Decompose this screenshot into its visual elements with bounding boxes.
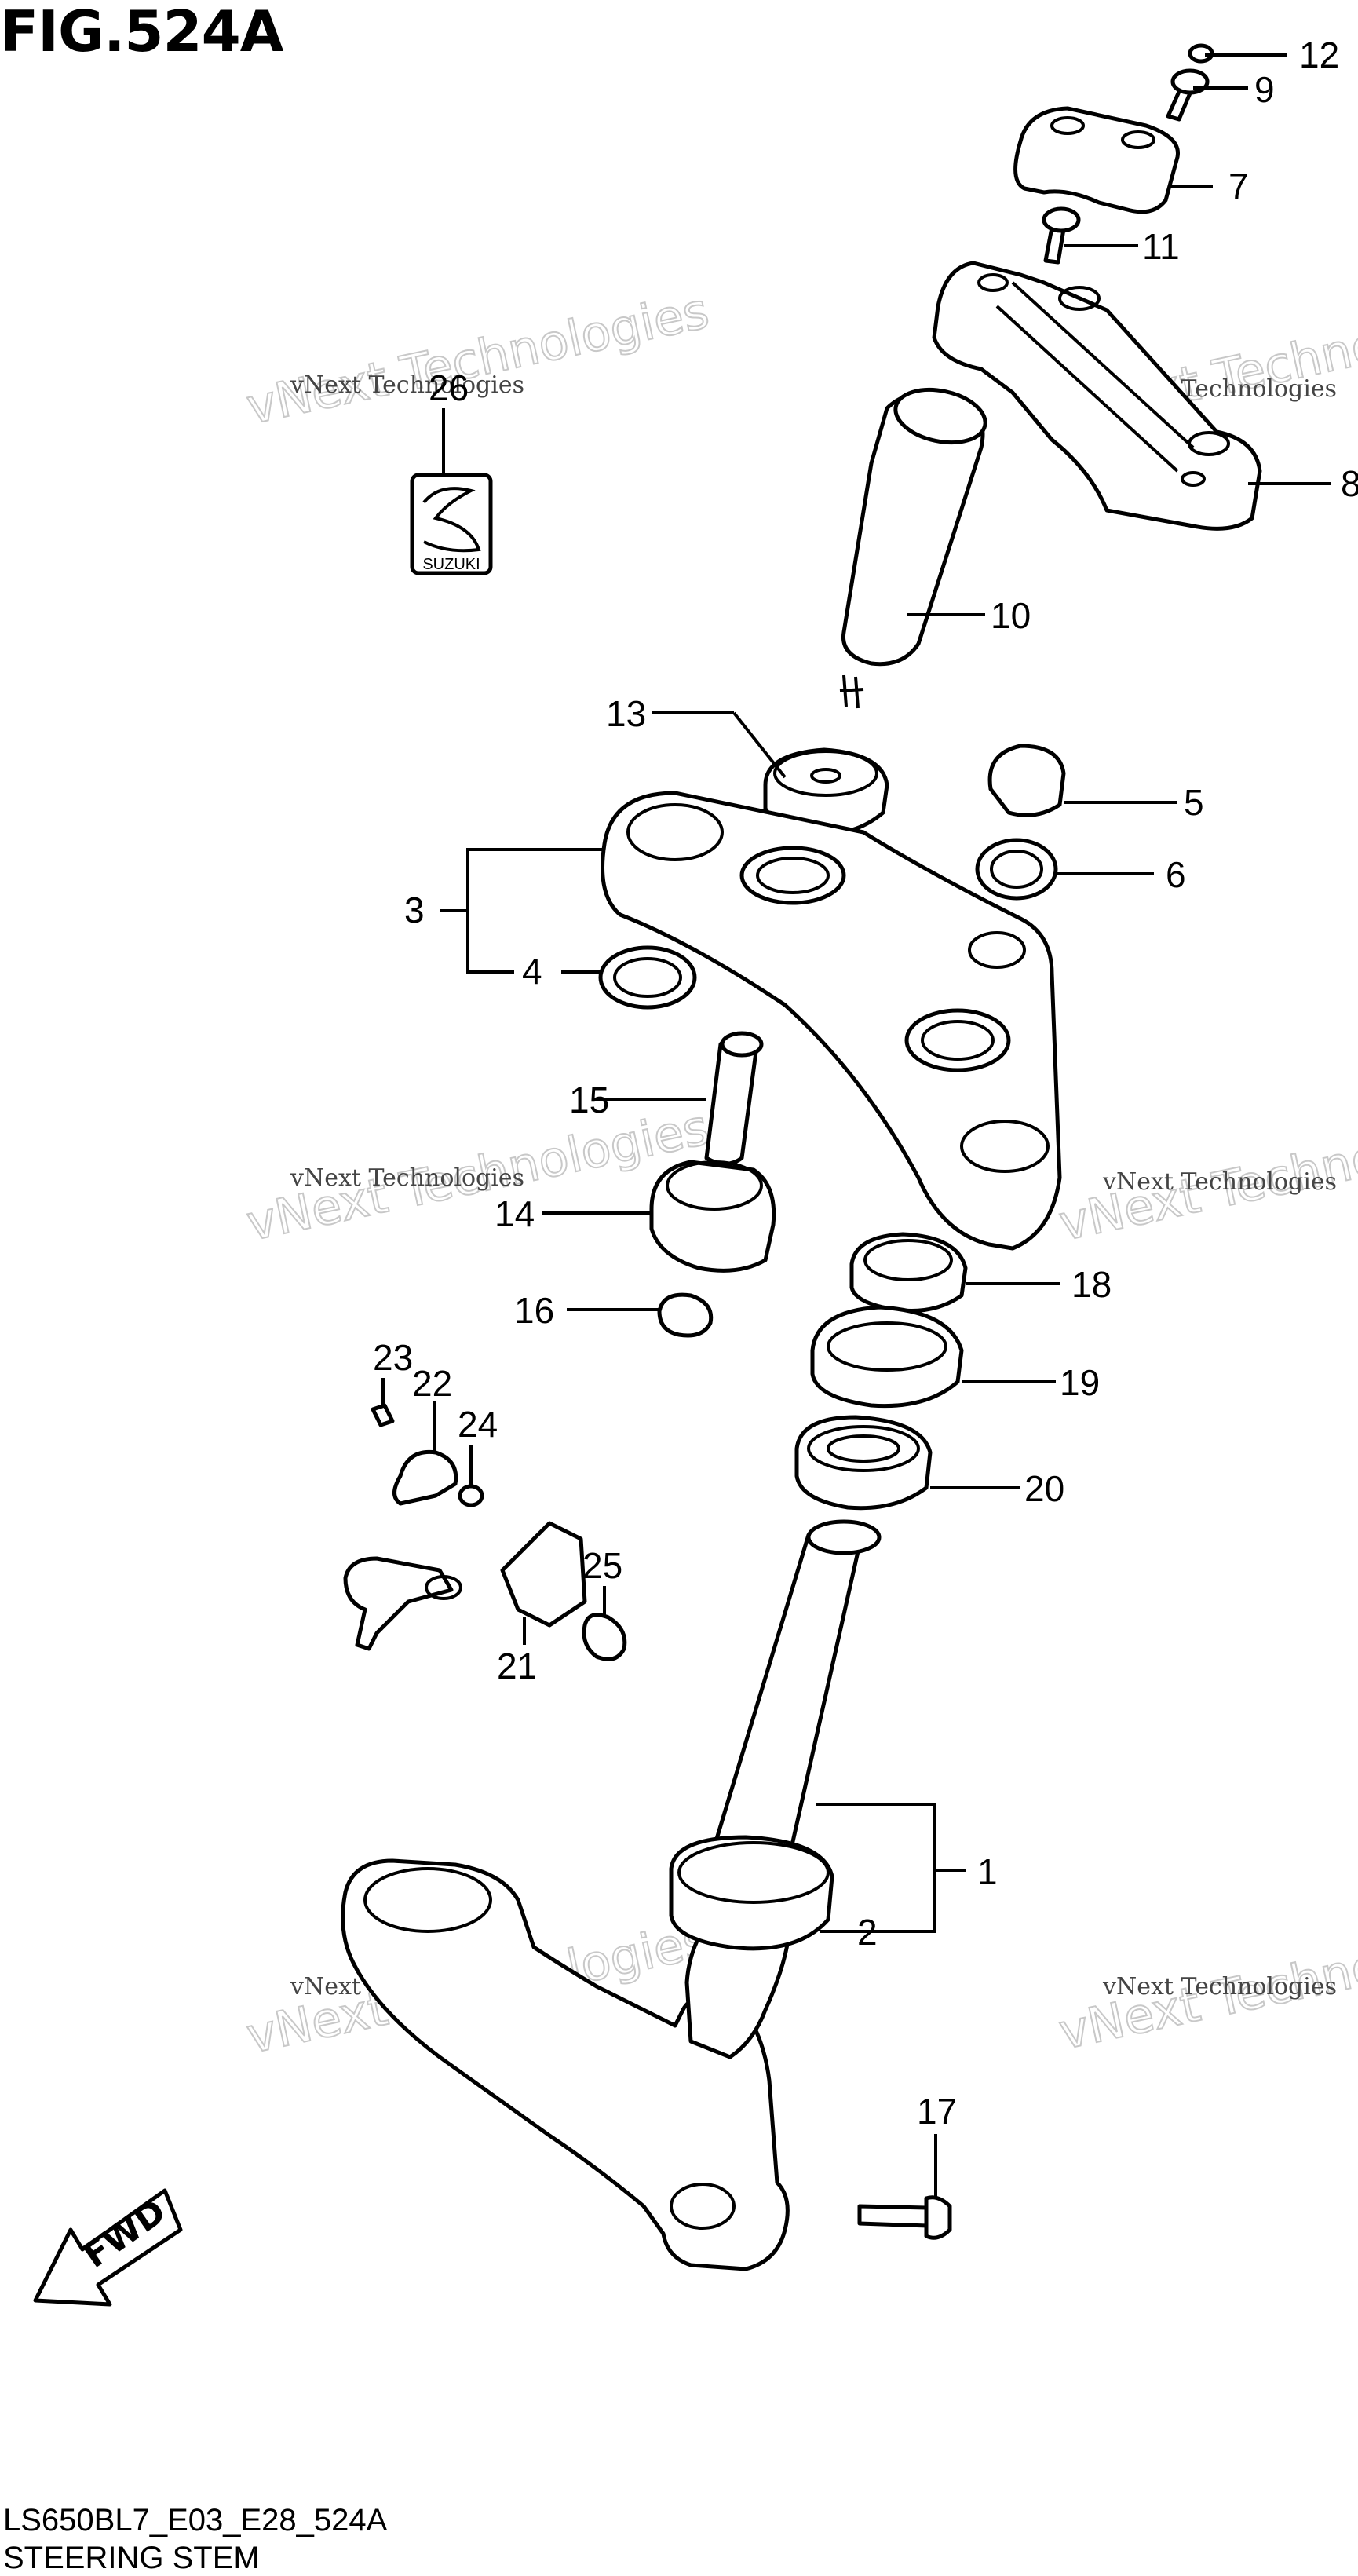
part-9-bolt	[1166, 68, 1210, 122]
figure-title: FIG.524A	[0, 0, 283, 64]
callout-12: 12	[1299, 35, 1339, 75]
callout-23: 23	[373, 1337, 413, 1378]
callout-1: 1	[977, 1851, 998, 1892]
emblem-text: SUZUKI	[422, 556, 480, 573]
part-21-steering-lock	[343, 1521, 587, 1651]
part-7-upper-holder	[1013, 106, 1180, 214]
part-5-cap-nut	[987, 744, 1066, 817]
watermark-small: vNext Technologies	[290, 371, 524, 399]
part-6-washer	[975, 838, 1058, 901]
part-3-upper-bracket	[601, 791, 1062, 1251]
callout-18: 18	[1071, 1264, 1112, 1305]
callout-22: 22	[412, 1363, 452, 1404]
part-1-steering-stem	[341, 1519, 882, 2271]
part-24-washer	[458, 1484, 484, 1507]
part-26-emblem: SUZUKI	[410, 473, 493, 575]
fwd-arrow-icon: FWD	[33, 2188, 183, 2307]
callout-2: 2	[857, 1912, 878, 1953]
part-25-cap	[582, 1613, 627, 1661]
callout-3: 3	[404, 890, 425, 930]
leader-lines	[381, 53, 1331, 2198]
callout-6: 6	[1166, 854, 1186, 895]
part-11-bolt	[1042, 206, 1081, 265]
part-10-stem-tube	[839, 387, 987, 709]
callout-15: 15	[569, 1080, 609, 1120]
callout-9: 9	[1254, 69, 1275, 110]
callout-8: 8	[1341, 463, 1358, 504]
callout-labels: 12 9 7 8 11 10 26 13 5 6 3 4 15 14 16 18…	[373, 35, 1358, 2132]
callout-14: 14	[495, 1193, 535, 1234]
part-20-bearing	[794, 1415, 933, 1511]
watermark-small: vNext Technologies	[1102, 1973, 1337, 2001]
part-8-lower-holder	[932, 261, 1262, 531]
part-15-pin	[704, 1031, 764, 1166]
callout-21: 21	[497, 1646, 537, 1686]
part-17-bolt	[857, 2195, 952, 2240]
figure-code: LS650BL7_E03_E28_524A	[3, 2503, 388, 2538]
callout-19: 19	[1060, 1362, 1100, 1403]
callout-26: 26	[429, 367, 469, 408]
callout-13: 13	[606, 693, 646, 734]
callout-11: 11	[1142, 226, 1180, 267]
watermark-small: vNext Technologies	[290, 1164, 524, 1192]
part-22-lock-plate	[392, 1449, 458, 1506]
part-19-dust-seal	[810, 1305, 964, 1409]
callout-25: 25	[582, 1545, 622, 1586]
callout-5: 5	[1184, 782, 1204, 823]
watermark-large: vNext Technologies	[242, 282, 714, 436]
figure-name: STEERING STEM	[3, 2541, 260, 2575]
watermark-small: vNext Technologies	[1102, 1168, 1337, 1196]
callout-10: 10	[991, 595, 1031, 636]
part-16-grommet	[657, 1292, 714, 1338]
callout-20: 20	[1024, 1468, 1064, 1509]
part-23-screw	[371, 1403, 395, 1427]
callout-4: 4	[522, 951, 542, 992]
callout-24: 24	[458, 1404, 498, 1445]
part-18-steering-nut	[849, 1232, 968, 1314]
callout-7: 7	[1228, 166, 1249, 206]
callout-17: 17	[917, 2091, 957, 2132]
part-14-grommet	[649, 1160, 776, 1273]
callout-16: 16	[514, 1290, 554, 1331]
part-4-o-ring	[598, 945, 697, 1010]
